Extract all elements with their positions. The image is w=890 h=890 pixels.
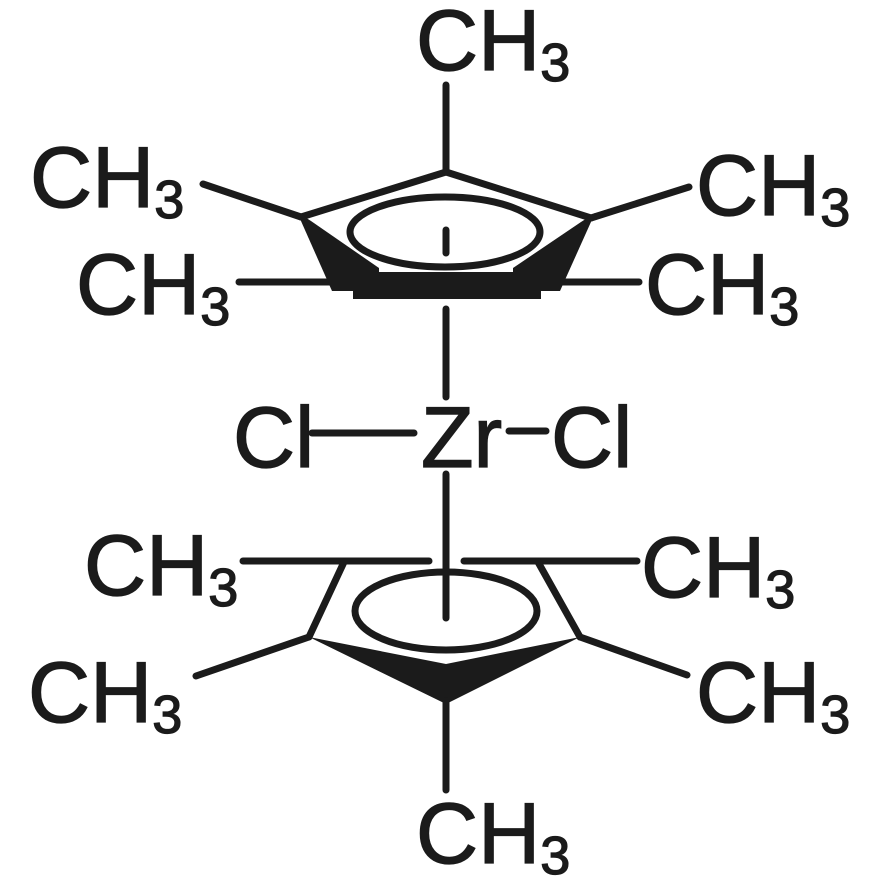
chloride-label-right: Cl xyxy=(551,390,632,486)
methyl-label-topring-upper-right: CH3 xyxy=(696,138,850,238)
wedge-right-top-ring xyxy=(513,213,595,291)
bond-lower-left-methyl-b xyxy=(192,633,313,680)
methyl-label-bottomring-bottom: CH3 xyxy=(416,786,570,886)
methyl-label-bottomring-upper-right: CH3 xyxy=(641,520,795,620)
methyl-label-bottomring-lower-right: CH3 xyxy=(696,645,850,745)
front-edge-bar-top-ring xyxy=(332,272,560,291)
atom-labels: CH3 CH3 CH3 CH3 CH3 Cl Zr Cl CH3 CH3 CH3… xyxy=(27,0,851,887)
wedge-left-top-ring xyxy=(297,212,379,291)
methyl-label-topring-top: CH3 xyxy=(416,0,570,93)
zr-center-unit xyxy=(308,305,550,622)
bond-upper-right-methyl xyxy=(587,183,693,222)
methyl-label-topring-upper-left: CH3 xyxy=(30,130,184,230)
wedge-front-bottom-ring xyxy=(309,637,580,704)
methyl-label-bottomring-upper-left: CH3 xyxy=(84,518,238,618)
front-edge-step-top-ring xyxy=(353,290,541,299)
bond-upper-left-methyl xyxy=(199,180,305,221)
chloride-label-left: Cl xyxy=(233,390,314,486)
aromatic-circle-bottom xyxy=(351,568,541,654)
top-cp-ring xyxy=(199,81,693,299)
ring-edge-left xyxy=(305,558,348,641)
methyl-label-bottomring-lower-left: CH3 xyxy=(28,645,182,745)
ring-edge-right xyxy=(534,558,584,641)
ring-edge-top-right xyxy=(442,168,595,222)
aromatic-circle-top xyxy=(346,193,544,271)
ring-edge-top-left xyxy=(297,168,450,221)
zirconium-label: Zr xyxy=(421,390,502,486)
bottom-cp-ring xyxy=(192,557,691,794)
methyl-label-topring-lower-right: CH3 xyxy=(645,237,799,337)
methyl-label-topring-lower-left: CH3 xyxy=(76,237,230,337)
bond-lower-right-methyl-b xyxy=(576,633,691,679)
